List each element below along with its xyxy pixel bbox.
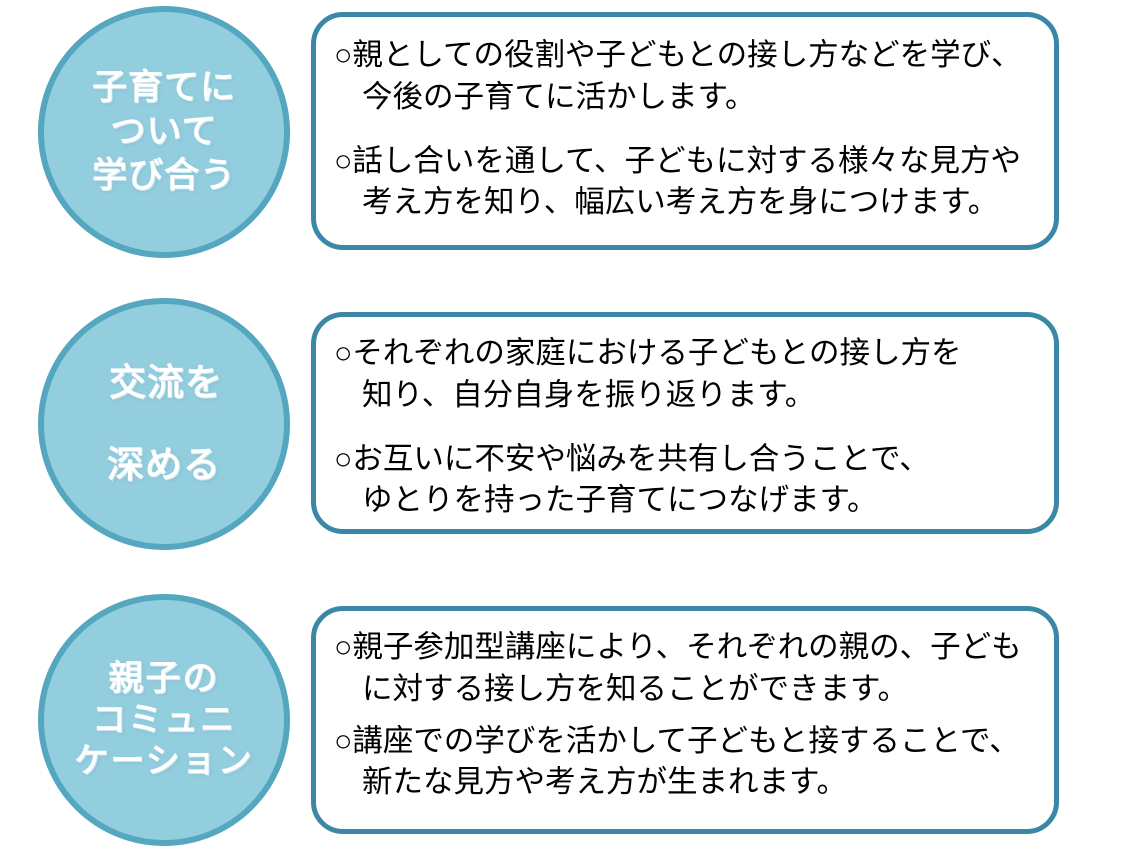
list-item: ○講座での学びを活かして子どもと接することで、 新たな見方や考え方が生まれます。 — [334, 721, 1034, 805]
list-item: ○それぞれの家庭における子どもとの接し方を 知り、自分自身を振り返ります。 — [334, 333, 1034, 417]
badge-line: 学び合う — [91, 155, 236, 195]
section-2-text-panel: ○それぞれの家庭における子どもとの接し方を 知り、自分自身を振り返ります。 ○お… — [311, 312, 1059, 534]
bullet-line: ○親子参加型講座により、それぞれの親の、子ども — [334, 630, 1022, 664]
bullet-line: ○お互いに不安や悩みを共有し合うことで、 — [334, 441, 930, 476]
section-1-badge-lines: 子育てに ついて 学び合う — [92, 66, 236, 197]
section-1-panel-content: ○親としての役割や子どもとの接し方などを学び、 今後の子育てに活かします。 ○話… — [316, 17, 1054, 234]
section-row-1: ○親としての役割や子どもとの接し方などを学び、 今後の子育てに活かします。 ○話… — [0, 0, 1124, 265]
bullet-line: 今後の子育てに活かします。 — [362, 79, 756, 114]
section-2-panel-content: ○それぞれの家庭における子どもとの接し方を 知り、自分自身を振り返ります。 ○お… — [316, 317, 1054, 532]
list-item: ○親としての役割や子どもとの接し方などを学び、 今後の子育てに活かします。 — [334, 35, 1034, 119]
badge-line: ケーション — [74, 741, 254, 780]
bullet-line: に対する接し方を知ることができます。 — [362, 671, 908, 706]
badge-line: 交流を — [109, 362, 223, 404]
bullet-line: 新たな見方や考え方が生まれます。 — [362, 765, 847, 800]
list-item: ○お互いに不安や悩みを共有し合うことで、 ゆとりを持った子育てにつなげます。 — [334, 439, 1034, 523]
badge-line: コミュニ — [91, 701, 236, 740]
section-row-3: ○親子参加型講座により、それぞれの親の、子ども に対する接し方を知ることができま… — [0, 580, 1124, 860]
section-2-circle-badge: 交流を 深める — [38, 298, 290, 550]
badge-line: 深める — [107, 444, 221, 485]
section-1-text-panel: ○親としての役割や子どもとの接し方などを学び、 今後の子育てに活かします。 ○話… — [311, 12, 1059, 250]
section-3-text-panel: ○親子参加型講座により、それぞれの親の、子ども に対する接し方を知ることができま… — [311, 606, 1059, 834]
bullet-line: ○講座での学びを活かして子どもと接することで、 — [334, 723, 1020, 758]
bullet-line: ○それぞれの家庭における子どもとの接し方を — [334, 336, 962, 370]
list-item: ○親子参加型講座により、それぞれの親の、子ども に対する接し方を知ることができま… — [334, 627, 1034, 711]
bullet-line: ○親としての役割や子どもとの接し方などを学び、 — [334, 38, 1022, 72]
badge-line: 親子の — [108, 659, 220, 699]
section-3-panel-content: ○親子参加型講座により、それぞれの親の、子ども に対する接し方を知ることができま… — [316, 611, 1054, 814]
section-3-badge-lines: 親子の コミュニ ケーション — [74, 658, 253, 781]
bullet-line: ゆとりを持った子育てにつなげます。 — [362, 483, 878, 518]
badge-line: 子育てに — [91, 68, 236, 108]
section-row-2: ○それぞれの家庭における子どもとの接し方を 知り、自分自身を振り返ります。 ○お… — [0, 290, 1124, 550]
bullet-line: ○話し合いを通して、子どもに対する様々な見方や — [334, 143, 1021, 178]
section-2-badge-lines: 交流を 深める — [105, 363, 223, 485]
bullet-line: 知り、自分自身を振り返ります。 — [362, 377, 816, 412]
badge-line: ついて — [110, 112, 218, 152]
list-item: ○話し合いを通して、子どもに対する様々な見方や 考え方を知り、幅広い考え方を身に… — [334, 141, 1034, 225]
section-3-circle-badge: 親子の コミュニ ケーション — [38, 594, 290, 846]
section-1-circle-badge: 子育てに ついて 学び合う — [38, 6, 290, 258]
bullet-line: 考え方を知り、幅広い考え方を身につけます。 — [362, 185, 999, 220]
